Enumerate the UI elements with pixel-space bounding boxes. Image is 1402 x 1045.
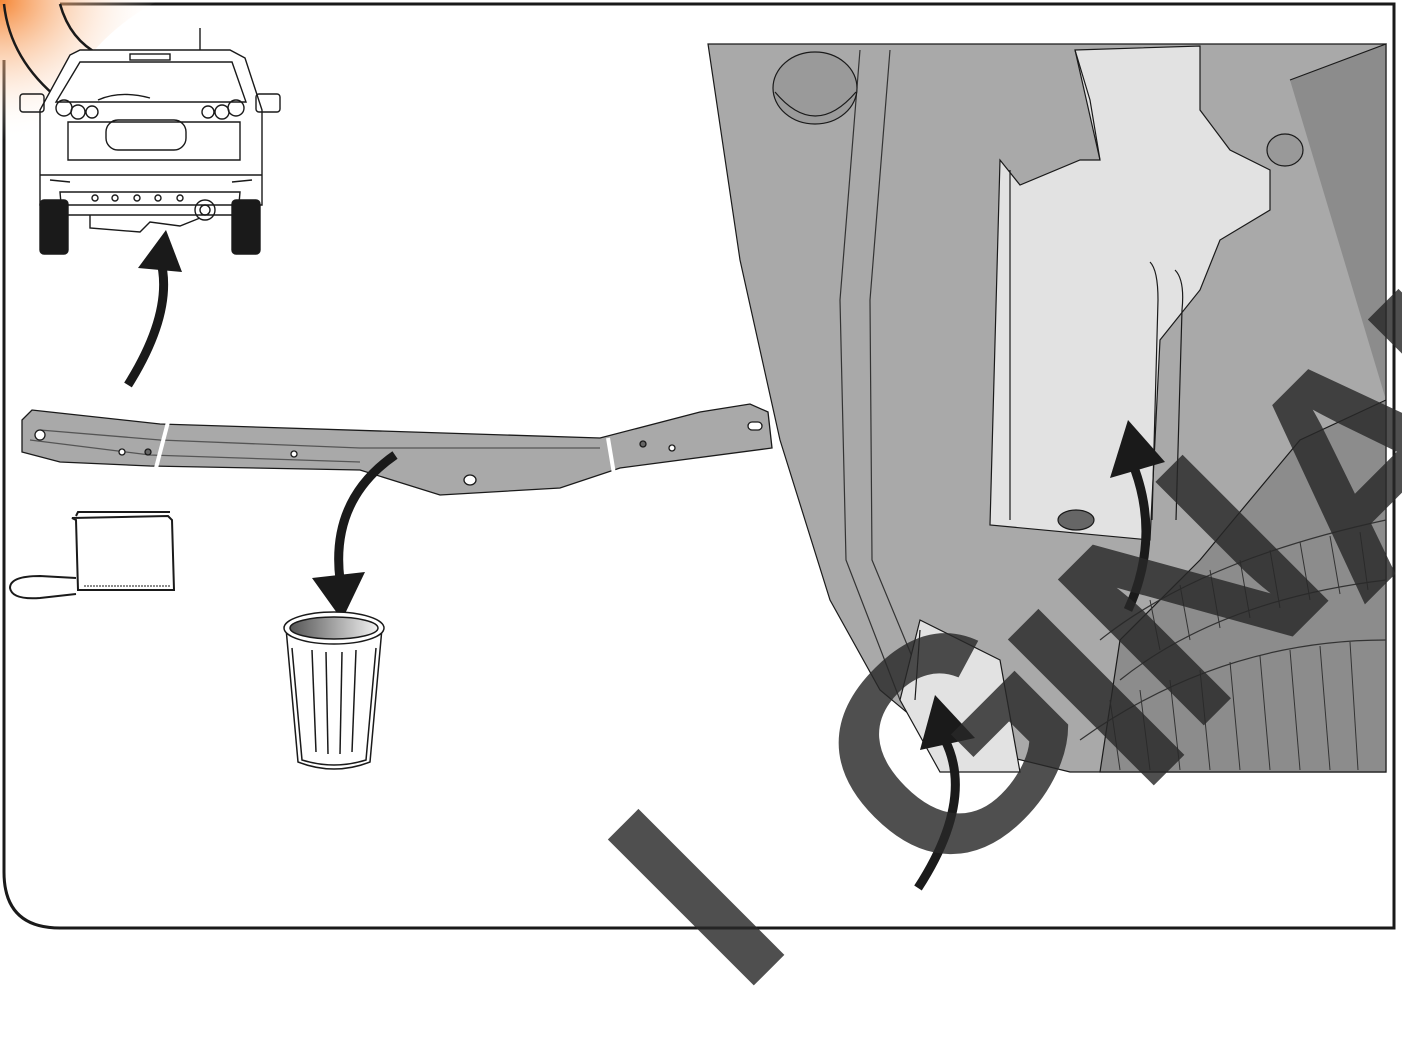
arrow-to-bin (312, 455, 395, 620)
underbody-detail-view (708, 44, 1386, 772)
instruction-diagram: I G I N A L (0, 0, 1402, 931)
hacksaw-tool (10, 512, 174, 598)
rear-bumper-beam (22, 404, 772, 495)
trash-bin (284, 612, 384, 769)
arrow-to-car (128, 230, 182, 385)
diagram-canvas (0, 0, 1402, 931)
